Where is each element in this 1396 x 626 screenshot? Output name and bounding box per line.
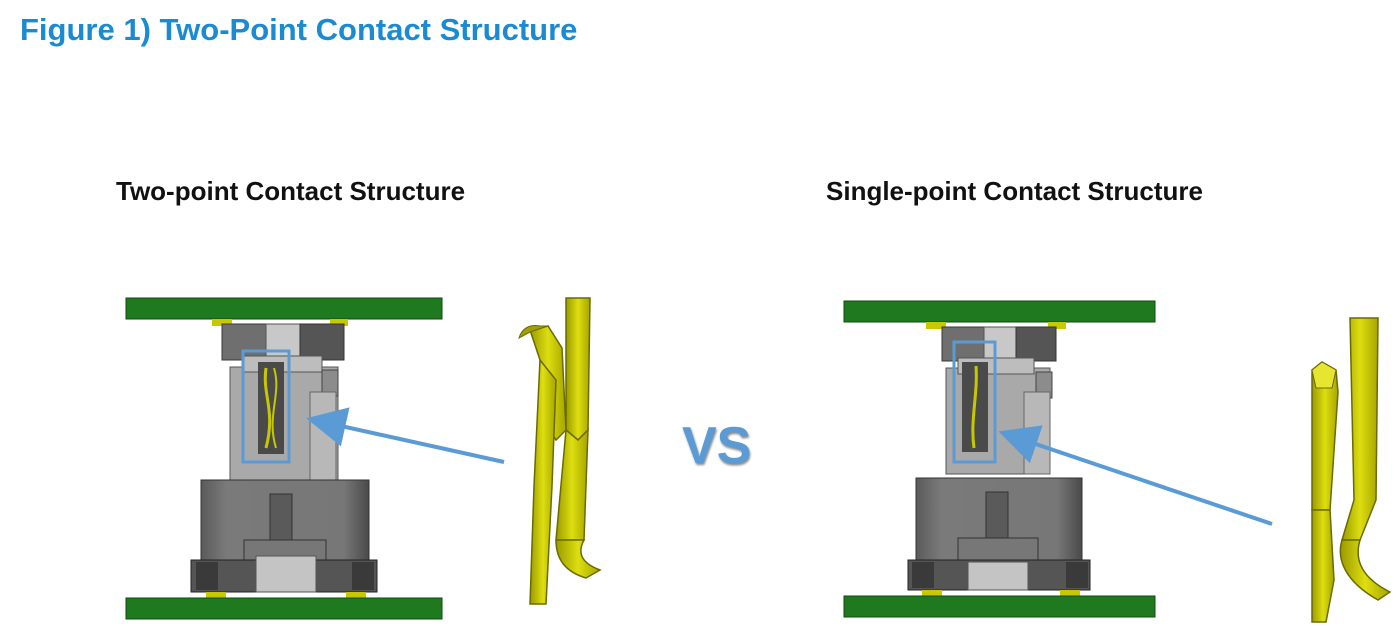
right-callout-arrow	[998, 425, 1273, 526]
left-callout-arrow	[306, 407, 505, 464]
left-pin-detail	[518, 297, 602, 605]
left-connector-assembly	[125, 297, 443, 620]
right-connector-assembly	[843, 300, 1156, 618]
left-top-pcb	[125, 297, 443, 320]
right-top-pcb	[843, 300, 1156, 323]
vs-label: VS	[682, 417, 752, 475]
left-panel-title: Two-point Contact Structure	[116, 176, 466, 206]
right-panel-title: Single-point Contact Structure	[826, 176, 1203, 206]
left-contact-highlight	[241, 349, 291, 464]
right-pin-detail	[1311, 317, 1392, 623]
right-bottom-pcb	[843, 595, 1156, 618]
right-contact-highlight	[952, 340, 997, 464]
figure-title: Figure 1) Two-Point Contact Structure	[20, 12, 578, 47]
left-bottom-pcb	[125, 597, 443, 620]
